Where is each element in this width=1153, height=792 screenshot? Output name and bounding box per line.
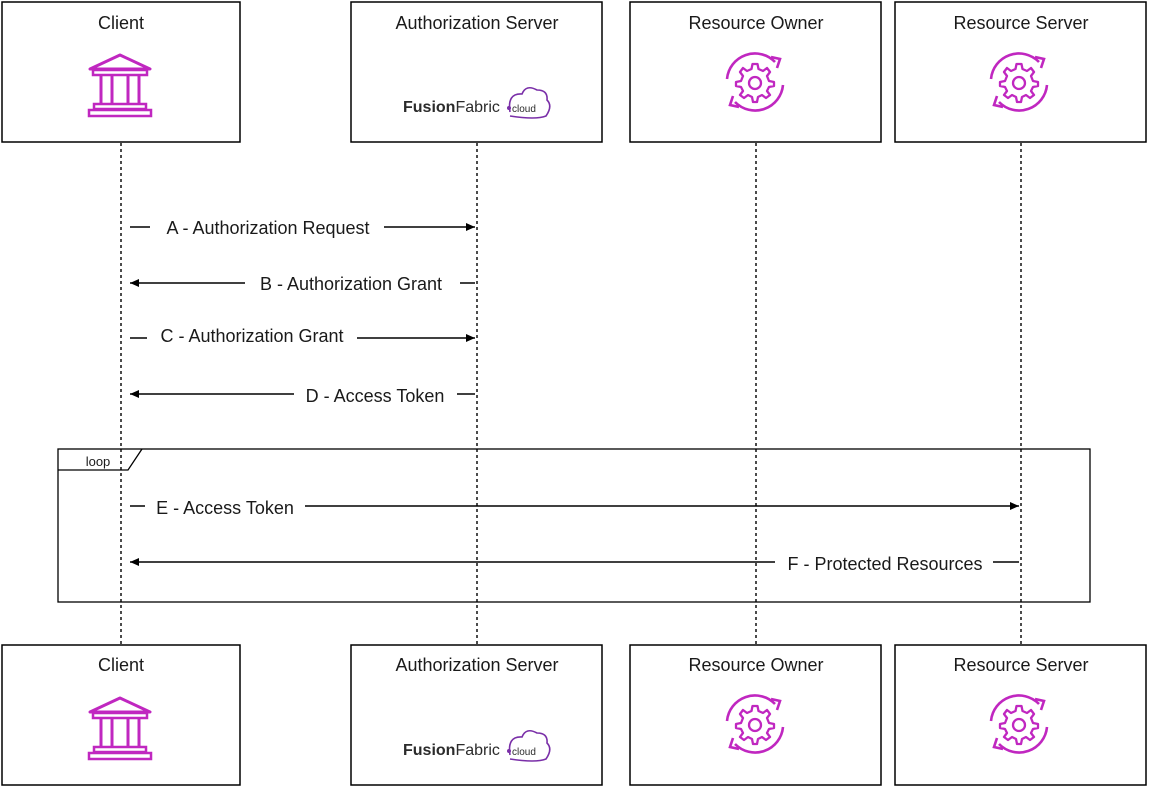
participant-label: Client [98,655,144,675]
message-c: C - Authorization Grant [130,326,475,350]
svg-text:cloud: cloud [512,747,536,758]
participant-authorization-server-top: Authorization Server FusionFabric cloud [350,1,603,143]
message-label: D - Access Token [306,386,445,406]
svg-text:cloud: cloud [512,104,536,115]
svg-text:FusionFabric: FusionFabric [403,99,500,116]
participant-label: Resource Server [953,13,1088,33]
participant-client-bottom: Client [1,644,241,786]
participant-resource-owner-bottom: Resource Owner [629,644,882,786]
participant-label: Resource Owner [688,655,823,675]
participant-client-top: Client [1,1,241,143]
participant-resource-owner-top: Resource Owner [629,1,882,143]
svg-text:FusionFabric: FusionFabric [403,742,500,759]
message-label: E - Access Token [156,498,294,518]
message-e: E - Access Token [130,494,1019,518]
participant-label: Resource Owner [688,13,823,33]
message-f: F - Protected Resources [130,550,1019,574]
fusionfabric-cloud-logo: FusionFabric cloud [403,86,551,119]
participant-label: Authorization Server [395,13,558,33]
message-b: B - Authorization Grant [130,271,475,295]
participant-resource-server-top: Resource Server [894,1,1147,143]
message-label: C - Authorization Grant [160,326,343,346]
message-label: B - Authorization Grant [260,274,442,294]
participant-label: Authorization Server [395,655,558,675]
message-label: F - Protected Resources [787,554,982,574]
fusionfabric-cloud-logo: FusionFabric cloud [403,729,551,762]
participant-label: Client [98,13,144,33]
loop-fragment: loop [57,448,1091,603]
participant-resource-server-bottom: Resource Server [894,644,1147,786]
message-d: D - Access Token [130,382,475,406]
message-label: A - Authorization Request [166,218,369,238]
participant-authorization-server-bottom: Authorization Server FusionFabric cloud [350,644,603,786]
participant-label: Resource Server [953,655,1088,675]
loop-label: loop [86,454,111,469]
message-a: A - Authorization Request [130,215,475,239]
